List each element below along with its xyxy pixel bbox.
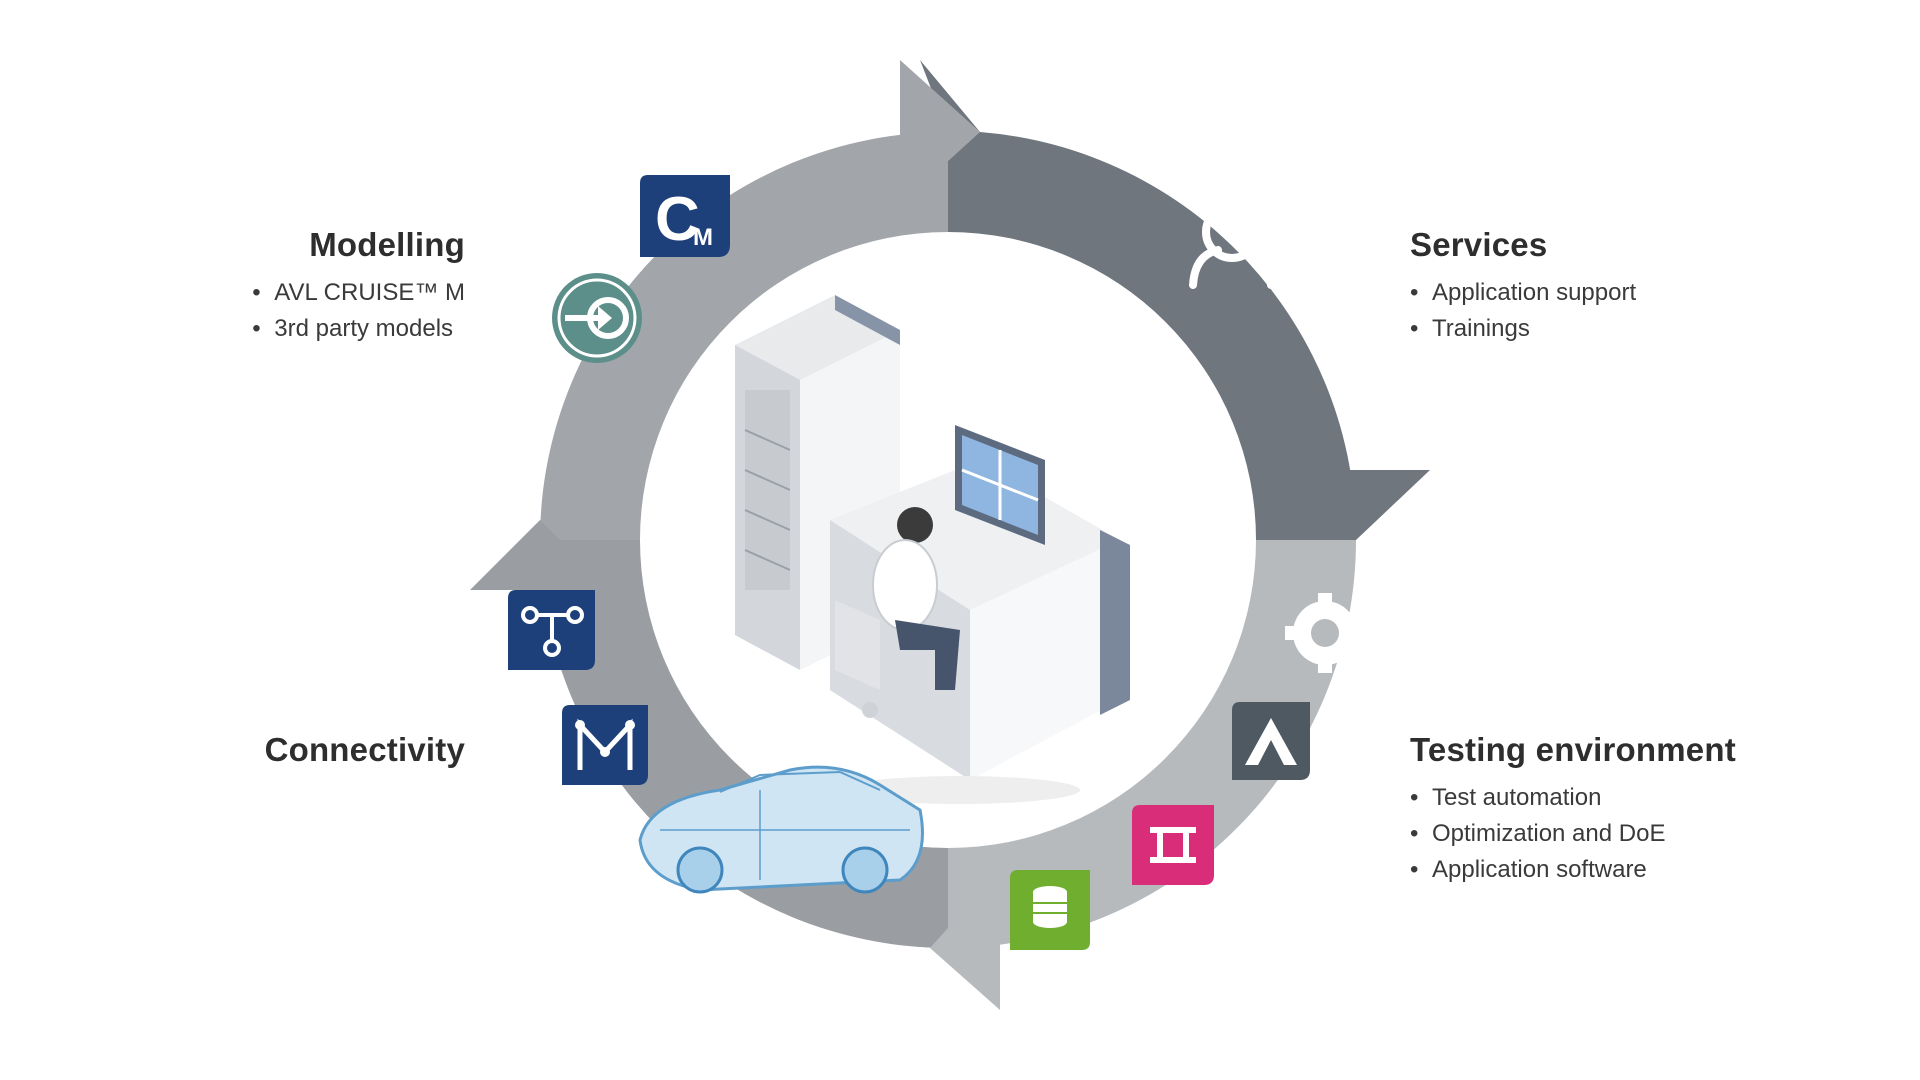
cruise-logo-c: C (655, 185, 700, 254)
arrow-tip-right (1280, 470, 1430, 540)
arrow-tip-bottom (930, 870, 1000, 1010)
list-item: •Test automation (1410, 784, 1602, 811)
services-section: Services •Application support •Trainings (1410, 225, 1770, 347)
database-icon (1010, 870, 1090, 950)
ring-segment-top-left (540, 132, 948, 540)
testing-title: Testing environment (1410, 731, 1736, 768)
gear-arrow-icon (552, 273, 642, 363)
plug-connector-icon (1132, 805, 1214, 885)
list-item: •3rd party models (252, 315, 454, 342)
list-item: •Optimization and DoE (1410, 820, 1666, 847)
ring-segment-bottom-right (948, 540, 1356, 948)
services-list: •Application support •Trainings (1410, 275, 1770, 347)
connectivity-title: Connectivity (264, 731, 465, 768)
services-title: Services (1410, 226, 1548, 263)
connectivity-section: Connectivity (180, 730, 465, 770)
cruise-logo-m: M (693, 224, 713, 251)
list-item: •AVL CRUISE™ M (252, 279, 465, 306)
modelling-title: Modelling (309, 226, 465, 263)
testing-section: Testing environment •Test automation •Op… (1410, 730, 1830, 888)
model-connect-icon (508, 590, 595, 670)
car-wireframe-icon (638, 765, 924, 894)
ring-segment-top-right (920, 60, 1357, 540)
test-station-illustration (735, 295, 1130, 804)
cruise-m-logo-icon: C M (640, 175, 730, 257)
list-item: •Application software (1410, 856, 1647, 883)
avl-a-logo-icon (1232, 702, 1310, 780)
testing-list: •Test automation •Optimization and DoE •… (1410, 780, 1830, 888)
arrow-tip-left (470, 520, 610, 590)
gear-icon (1285, 593, 1365, 673)
modelling-section: Modelling •AVL CRUISE™ M •3rd party mode… (180, 225, 465, 347)
arrow-tip-top (900, 60, 980, 205)
person-icon (1189, 202, 1275, 289)
list-item: •Trainings (1410, 315, 1530, 342)
m-network-icon (562, 705, 648, 785)
list-item: •Application support (1410, 279, 1637, 306)
modelling-list: •AVL CRUISE™ M •3rd party models (252, 275, 465, 347)
